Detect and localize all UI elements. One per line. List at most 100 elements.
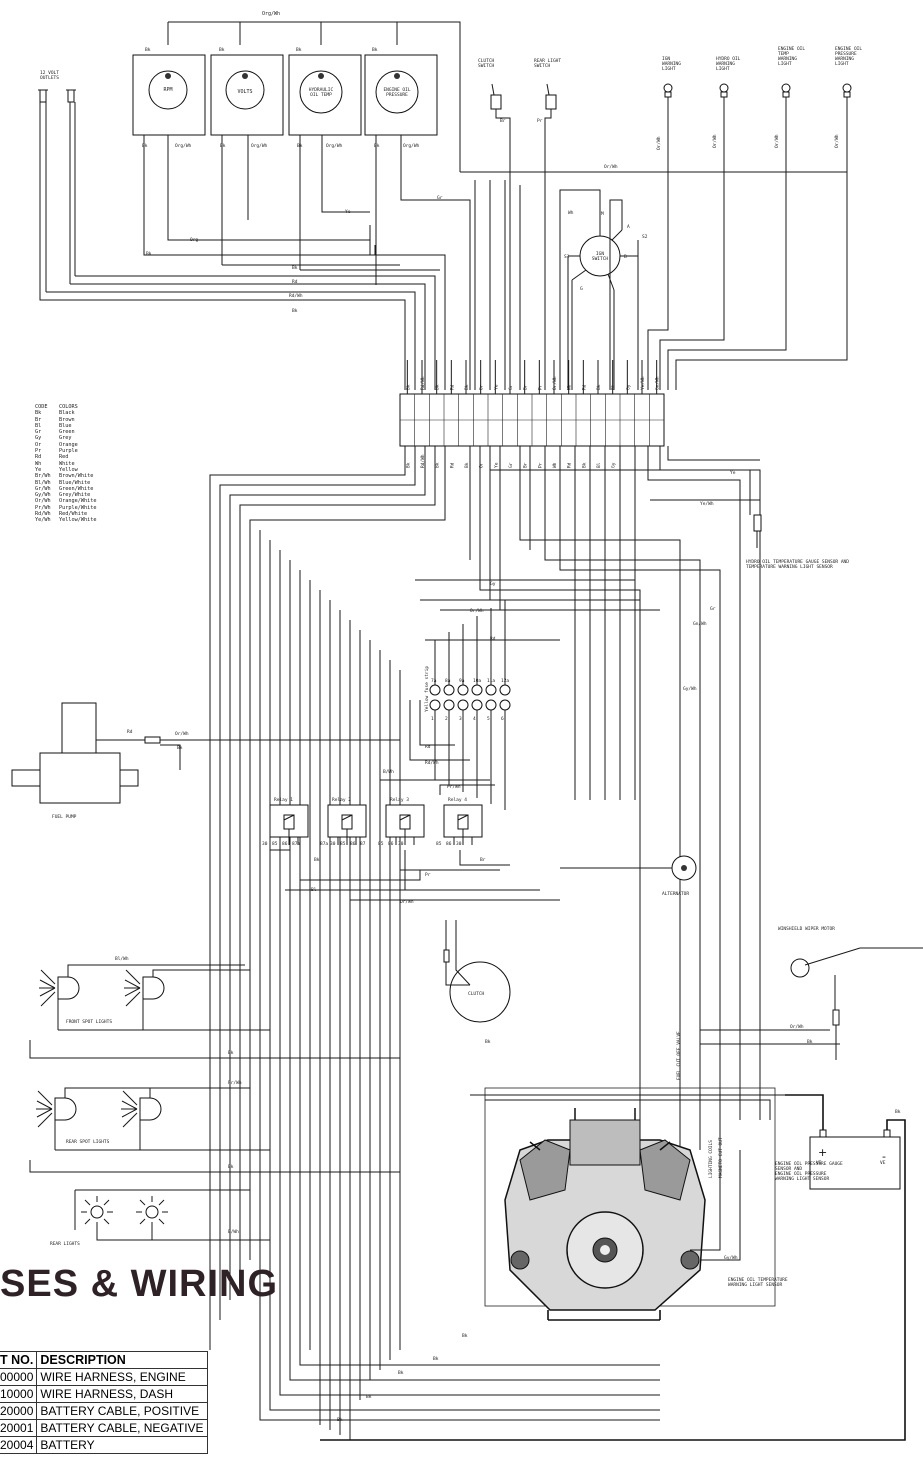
wire-label: Rd <box>292 279 298 285</box>
connector-top-label: Pr <box>537 384 543 390</box>
connector-top-label: Ye <box>493 384 499 390</box>
fuse-top-label: 10a <box>473 678 481 684</box>
legend-row: Rd/Wh Red/White <box>35 511 96 517</box>
ign-terminal-s1: S1 <box>564 254 570 260</box>
connector-top-label: Gy <box>625 384 631 390</box>
connector-top-label: Or/Wh <box>552 376 558 390</box>
gauge-rpm-label: RPM <box>163 87 172 93</box>
legend-color: Brown/White <box>59 473 94 480</box>
legend-code: Bk <box>35 410 42 417</box>
ign-warning-wire: Or/Wh <box>656 136 662 150</box>
relay-pin: 30 <box>456 841 462 847</box>
fuse-top-label: 11a <box>487 678 495 684</box>
wire-label: Bk <box>398 1370 404 1376</box>
fuse: 7a1 <box>429 640 441 780</box>
wire-label: Pr/Wh <box>228 1080 242 1086</box>
relay-pin: 85 <box>272 841 278 847</box>
legend-row: Bk Black <box>35 410 96 416</box>
legend-code: Rd/Wh <box>35 511 51 518</box>
fuse-bottom-label: 4 <box>473 716 476 722</box>
legend-code: Bl <box>35 422 42 429</box>
legend-code: Br <box>35 416 42 423</box>
legend-color: Orange/White <box>59 498 97 505</box>
connector-top-label: Bk <box>464 384 470 390</box>
fuse-top-label: 7a <box>431 678 437 684</box>
connector-bottom-label: Gy <box>611 462 617 468</box>
lighting-coils-label: LIGHTING COILS <box>708 1140 714 1178</box>
wire-label: Pr/Wh <box>447 784 461 790</box>
legend-color: Black <box>59 410 75 417</box>
connector-top-label: Ye/Wh <box>640 376 646 390</box>
connector-bottom-label: Bl <box>596 462 602 468</box>
connector-bottom-label: Bk <box>405 462 411 468</box>
relay-pin: 86 <box>282 841 288 847</box>
magneto-label: MAGNETO CUT OUT <box>718 1137 724 1178</box>
ign-terminal-b: B <box>624 254 627 260</box>
relay-pin: 86 <box>388 841 394 847</box>
fuse-top-label: 8a <box>445 678 451 684</box>
connector-top-label: Bl <box>611 384 617 390</box>
legend-color: Purple/White <box>59 504 97 511</box>
wire-label: Bk <box>177 745 183 751</box>
wire-label: Or/Wh <box>400 899 414 905</box>
connector-bottom-label: Ye <box>493 462 499 468</box>
fuel-pump-label: FUEL PUMP <box>52 814 77 820</box>
gauge-bus: Org/Wh <box>167 11 461 172</box>
relay-pin: 30 <box>330 841 336 847</box>
wiper-motor: WINSHIELD WIPER MOTOR <box>700 926 923 1060</box>
wire-label: Bk <box>292 308 298 314</box>
legend-code: Gy <box>35 435 42 442</box>
legend-code: Rd <box>35 454 42 461</box>
wire-label: B/Wh <box>228 1229 239 1235</box>
legend-color: Grey <box>59 435 72 442</box>
ign-terminal-m: M <box>601 211 604 217</box>
connector-top-label: Br <box>523 384 529 390</box>
wire-label: Bk <box>314 857 320 863</box>
relay-pin: 85 <box>340 841 346 847</box>
clutch-switch-wire: Br <box>500 118 506 124</box>
wire-label: Br <box>480 857 486 863</box>
wire-label: Bk <box>337 1417 343 1423</box>
battery-neg-label: VE <box>880 1160 886 1166</box>
wire-label: Rd <box>425 744 431 750</box>
wire-label: Org <box>190 237 198 243</box>
wire-label: Gr <box>710 606 716 612</box>
connector-top-label: Bk <box>596 384 602 390</box>
ign-terminal-a: A <box>627 224 630 230</box>
connector-top-label: Gr <box>508 384 514 390</box>
wire-label: Bl/Wh <box>115 956 129 962</box>
relay-label: Relay 3 <box>390 797 409 803</box>
legend-row: Gy Grey <box>35 435 96 441</box>
legend-color: Red/White <box>59 511 88 518</box>
fuse-bottom-label: 3 <box>459 716 462 722</box>
relay-pin: 85 <box>436 841 442 847</box>
legend-color: Yellow/White <box>59 517 97 524</box>
gauge-volts-right-wire: Org/Wh <box>251 143 268 149</box>
wire-label: Bk <box>433 1356 439 1362</box>
parts-header-desc: DESCRIPTION <box>36 1351 208 1369</box>
legend-color-header: COLORS <box>59 404 78 410</box>
gauge-rpm-top-wire: Bk <box>145 47 151 53</box>
relay-pin: 30 <box>398 841 404 847</box>
